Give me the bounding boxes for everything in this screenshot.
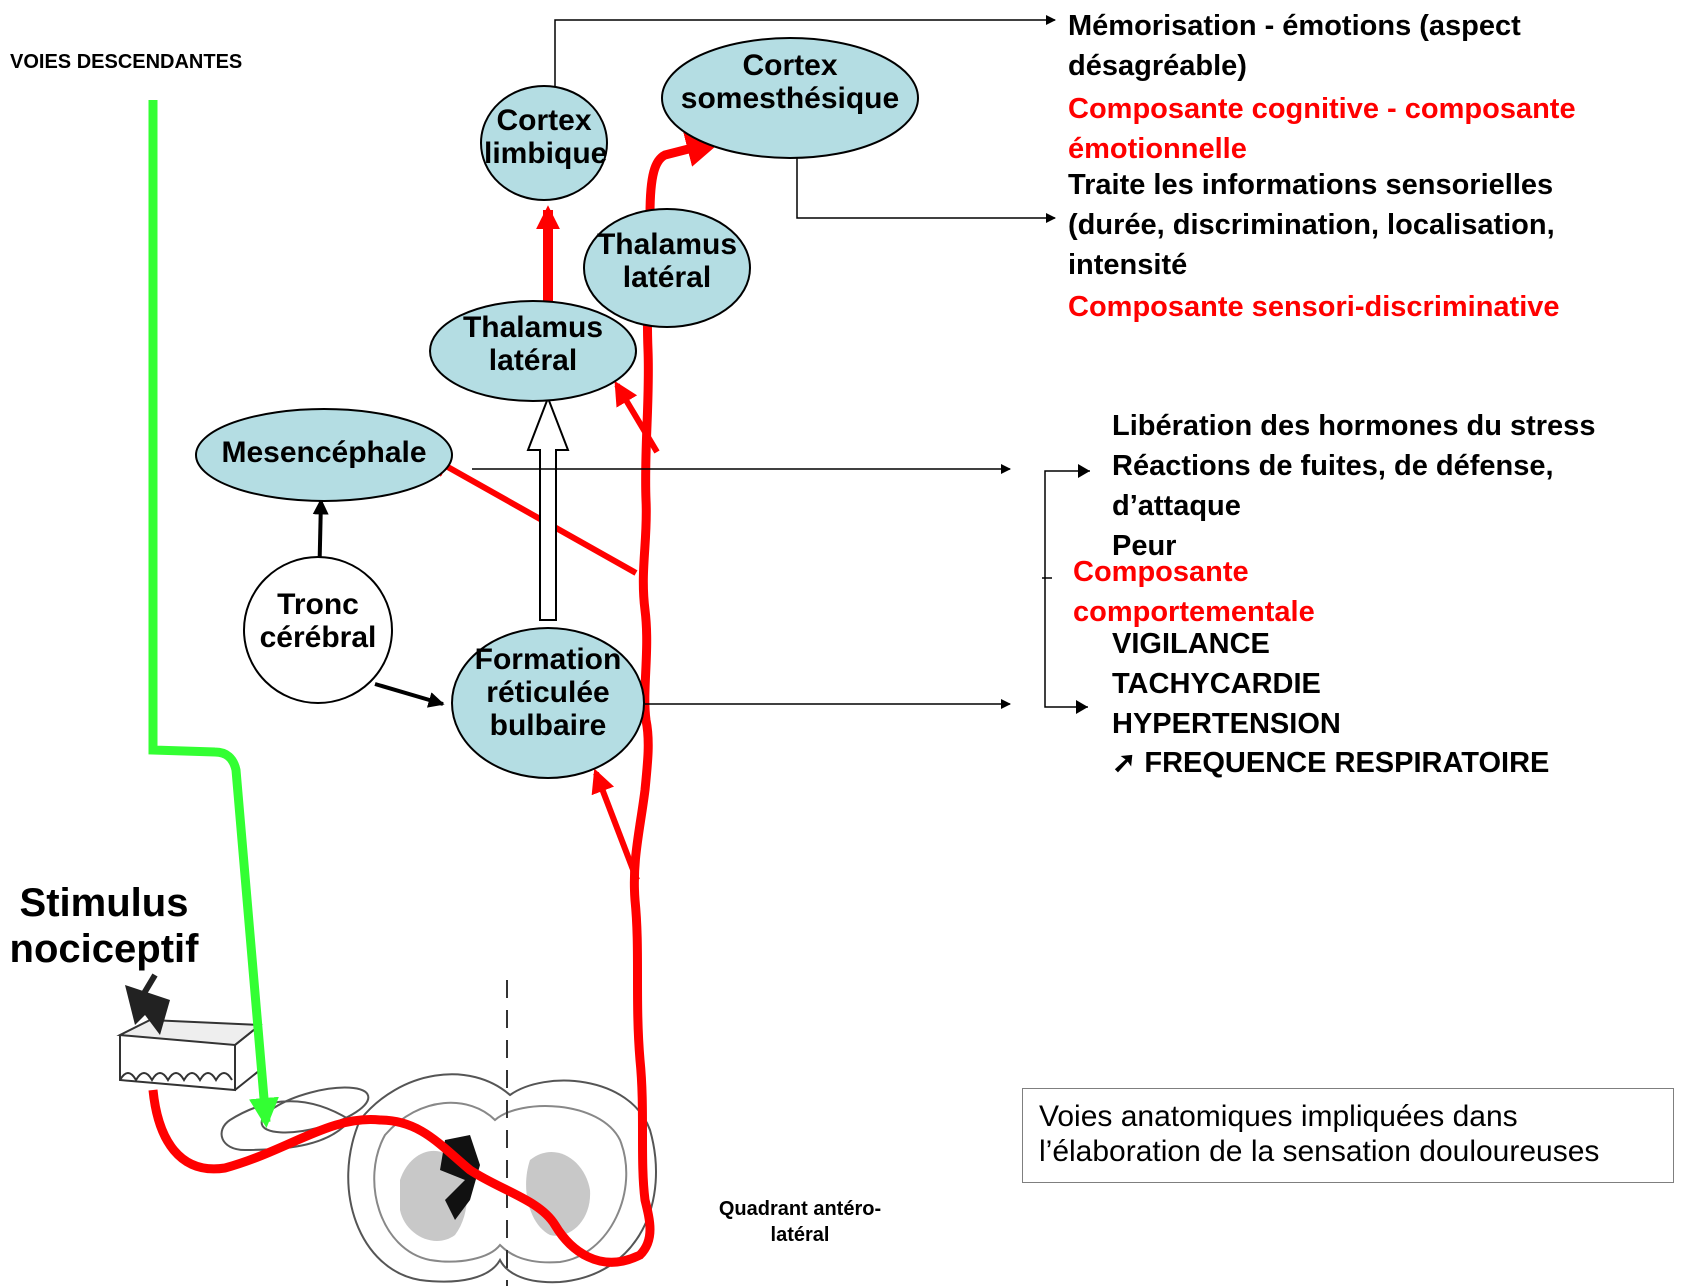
oval-thalamus-lateral-left	[429, 300, 637, 402]
hollow-arrow-formation-to-thalamus	[526, 395, 570, 621]
caption-box: Voies anatomiques impliquées dans l’élab…	[1022, 1088, 1674, 1183]
oval-cortex-somesthesique	[661, 37, 919, 159]
oval-cortex-limbique	[480, 85, 608, 201]
line-somesthesique-to-traite	[796, 158, 1056, 223]
gray-matter	[400, 1135, 591, 1241]
ascending-red-pathway	[148, 131, 723, 1267]
skin-receptor-icon	[116, 1018, 263, 1092]
stimulus-hammer-icon	[125, 973, 170, 1035]
arrow-up-right-icon: ➚	[1112, 747, 1137, 779]
label-voies-descendantes: VOIES DESCENDANTES	[10, 51, 243, 73]
arrow-tronc-to-formation	[374, 682, 445, 708]
oval-mesencephale	[195, 408, 453, 502]
circle-tronc-cerebral	[243, 556, 393, 704]
label-mesencephale: Mesencéphale	[221, 436, 427, 469]
text-traite-informations: Traite les informations sensorielles(dur…	[1068, 169, 1555, 282]
red-arrow-to-mesencephale	[425, 454, 638, 576]
oval-thalamus-lateral-right	[583, 208, 751, 328]
red-arrow-to-thalamus-left	[614, 380, 660, 454]
bracket-comportementale	[1044, 470, 1090, 708]
label-quadrant-antero-lateral: Quadrant antéro-latéral	[718, 1198, 882, 1246]
descending-green-pathway	[148, 100, 279, 1128]
line-limbique-to-memorisation	[554, 15, 1056, 90]
caption-line-2: l’élaboration de la sensation douloureus…	[1039, 1135, 1600, 1169]
caption-line-1: Voies anatomiques impliquées dans	[1039, 1100, 1518, 1133]
text-composante-sensori: Composante sensori-discriminative	[1068, 291, 1560, 323]
oval-formation-reticulee	[451, 627, 645, 779]
text-frequence-respiratoire: ➚ FREQUENCE RESPIRATOIRE	[1112, 747, 1550, 779]
red-arrow-to-formation	[591, 768, 640, 882]
